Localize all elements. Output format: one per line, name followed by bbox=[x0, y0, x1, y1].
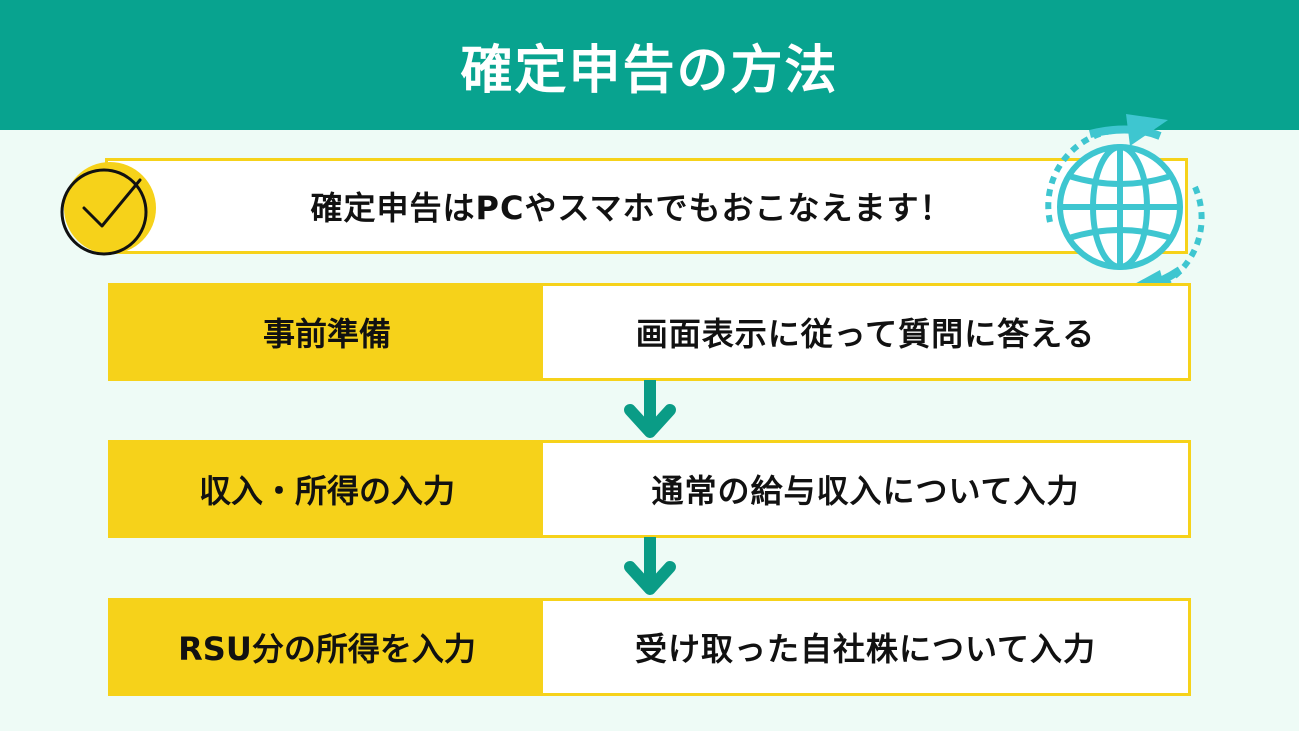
globe-sync-icon bbox=[1030, 112, 1215, 302]
step-row-prep: 事前準備 画面表示に従って質問に答える bbox=[108, 283, 1191, 381]
step-row-income: 収入・所得の入力 通常の給与収入について入力 bbox=[108, 440, 1191, 538]
step-label: RSU分の所得を入力 bbox=[111, 601, 543, 693]
arrow-down-icon bbox=[620, 537, 680, 599]
intro-text: 確定申告はPCやスマホでもおこなえます！ bbox=[310, 189, 953, 227]
step-label: 事前準備 bbox=[111, 286, 543, 378]
page-title: 確定申告の方法 bbox=[460, 40, 839, 101]
header-banner: 確定申告の方法 bbox=[0, 0, 1299, 130]
step-label: 収入・所得の入力 bbox=[111, 443, 543, 535]
step-description: 通常の給与収入について入力 bbox=[651, 472, 1080, 510]
arrow-down-icon bbox=[620, 380, 680, 442]
step-row-rsu: RSU分の所得を入力 受け取った自社株について入力 bbox=[108, 598, 1191, 696]
check-circle-icon bbox=[58, 160, 158, 256]
step-description: 受け取った自社株について入力 bbox=[634, 630, 1097, 668]
step-description: 画面表示に従って質問に答える bbox=[635, 315, 1096, 353]
intro-banner: 確定申告はPCやスマホでもおこなえます！ bbox=[105, 158, 1188, 254]
